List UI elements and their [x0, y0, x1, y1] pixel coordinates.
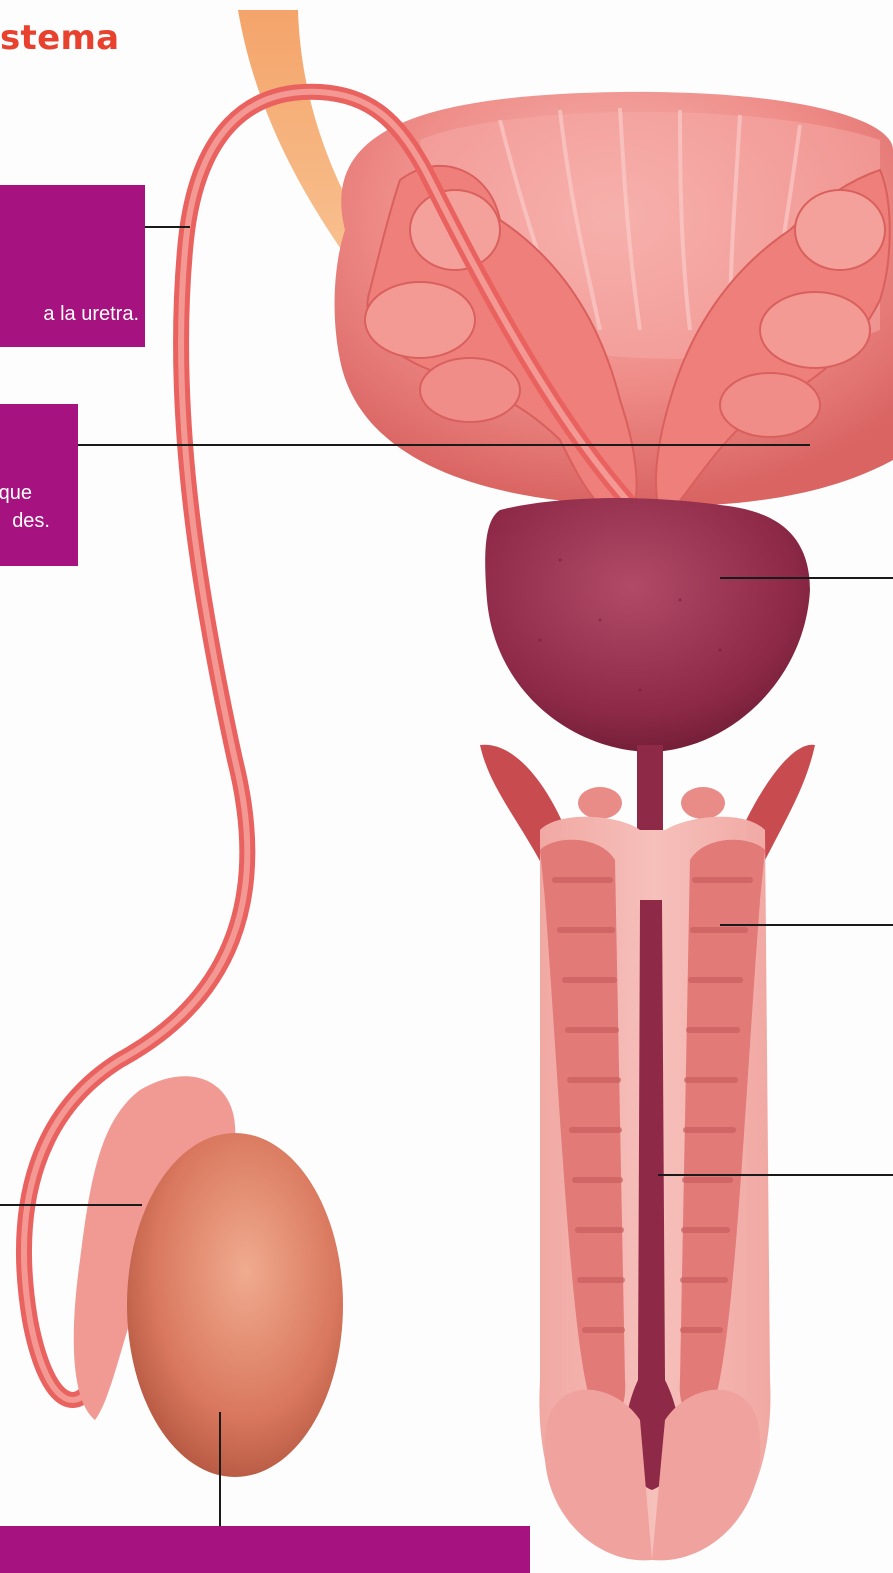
- label-box-vas-deferens: a la uretra.: [0, 185, 145, 347]
- label-text-vas-deferens: a la uretra.: [43, 303, 139, 326]
- glans: [545, 1390, 652, 1561]
- testis: [127, 1133, 343, 1477]
- bulbourethral-gland-right: [681, 787, 725, 819]
- label-box-seminal-vesicles: que des.: [0, 404, 78, 566]
- label-box-testis: [0, 1526, 530, 1573]
- label-text-seminal-vesicles-line1: que: [0, 482, 32, 505]
- prostate: [485, 498, 810, 752]
- label-text-seminal-vesicles-line2: des.: [12, 510, 50, 533]
- bulbourethral-gland-left: [578, 787, 622, 819]
